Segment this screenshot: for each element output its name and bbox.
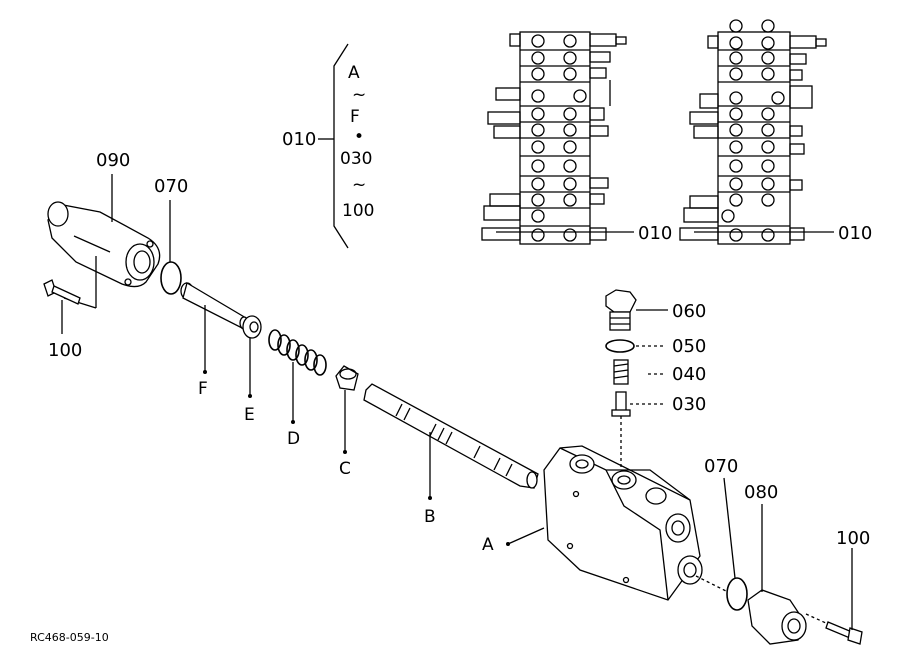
part-030-poppet: 030 bbox=[611, 391, 706, 470]
part-F-rod: F bbox=[180, 282, 249, 399]
part-C-label: C bbox=[339, 459, 351, 479]
part-030-label: 030 bbox=[672, 394, 706, 415]
group-range-item: A bbox=[348, 63, 360, 83]
assembly-axis bbox=[695, 575, 729, 593]
part-060-plug: 060 bbox=[605, 289, 706, 331]
part-E-label: E bbox=[244, 405, 255, 425]
assembly-right-part-number: 010 bbox=[838, 223, 872, 244]
part-100-left-bolt: 100 bbox=[43, 279, 82, 361]
group-range-item: ~ bbox=[352, 85, 366, 105]
assembly-left-part-number: 010 bbox=[638, 223, 672, 244]
part-090-cap: 090 bbox=[47, 150, 161, 309]
stack-left-sections bbox=[481, 33, 627, 242]
part-060-label: 060 bbox=[672, 301, 706, 322]
part-100-left-label: 100 bbox=[48, 340, 82, 361]
part-070-left-oring: 070 bbox=[154, 176, 188, 295]
group-range-item: 030 bbox=[340, 149, 372, 169]
part-080-label: 080 bbox=[744, 482, 778, 503]
part-F-label: F bbox=[198, 379, 208, 399]
part-080-cap: 080 bbox=[744, 482, 807, 645]
part-090-label: 090 bbox=[96, 150, 130, 171]
part-040-spring: 040 bbox=[613, 359, 706, 385]
part-070-left-label: 070 bbox=[154, 176, 188, 197]
part-A-valve-body: A bbox=[482, 445, 703, 601]
part-100-right-label: 100 bbox=[836, 528, 870, 549]
part-070-right-oring: 070 bbox=[704, 456, 748, 611]
part-050-label: 050 bbox=[672, 336, 706, 357]
figure-reference: RC468-059-10 bbox=[30, 631, 109, 644]
part-D-label: D bbox=[287, 429, 300, 449]
part-D-spring: D bbox=[268, 329, 327, 449]
valve-stack-right: 010 bbox=[679, 19, 872, 245]
group-range-item: 100 bbox=[342, 201, 374, 221]
group-range-item: • bbox=[354, 127, 364, 147]
part-C-cup: C bbox=[335, 365, 359, 479]
part-070-right-label: 070 bbox=[704, 456, 738, 477]
part-B-spool: B bbox=[363, 383, 539, 527]
group-range-item: ~ bbox=[352, 175, 366, 195]
valve-stack-left: 010 bbox=[481, 31, 672, 245]
part-100-right-bolt: 100 bbox=[805, 528, 870, 645]
group-callout: 010 A ~ F • 030 ~ 100 bbox=[282, 43, 374, 249]
part-050-oring: 050 bbox=[605, 336, 706, 357]
part-040-label: 040 bbox=[672, 364, 706, 385]
part-E-seat: E bbox=[242, 315, 262, 425]
part-B-label: B bbox=[424, 507, 436, 527]
stack-right-sections bbox=[679, 19, 827, 242]
group-part-number: 010 bbox=[282, 129, 316, 150]
group-range-item: F bbox=[350, 107, 360, 127]
part-A-label: A bbox=[482, 535, 494, 555]
